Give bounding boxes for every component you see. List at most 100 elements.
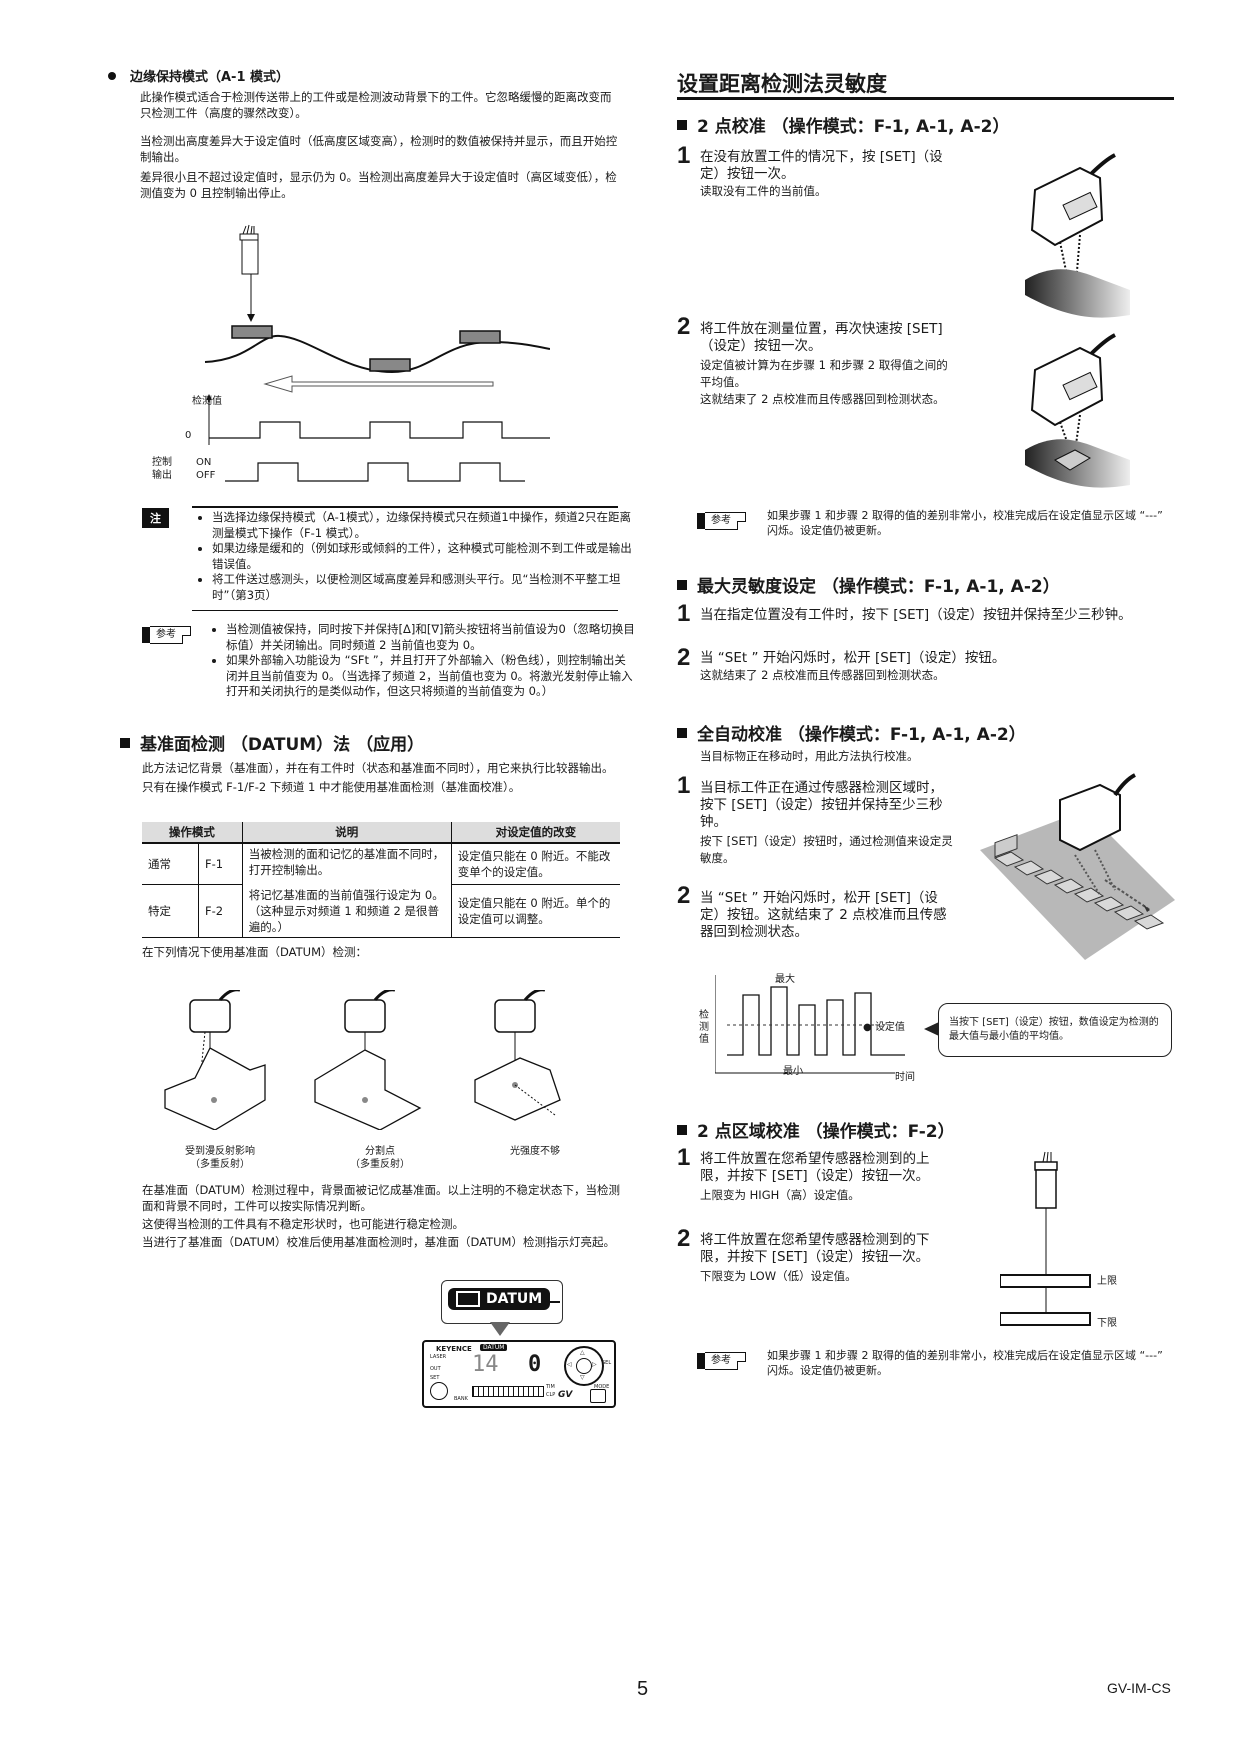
edge-hold-para3: 差异很小且不超过设定值时，显示仍为 0。当检测出高度差异大于设定值时（高区域变低…	[140, 170, 617, 200]
note-block: 注 当选择边缘保持模式（A-1模式），边缘保持模式只在频道1中操作，频道2只在距…	[142, 508, 632, 603]
clp-label: CLP	[546, 1392, 556, 1398]
sensor-icon	[1025, 333, 1130, 488]
zone-reference-text: 如果步骤 1 和步骤 2 取得的值的差别非常小，校准完成后在设定值显示区域 “-…	[767, 1349, 1163, 1377]
datum-mini-indicator: DATUM	[480, 1344, 508, 1351]
zone-calibration-heading: 2 点区域校准 （操作模式：F-2）	[677, 1117, 955, 1142]
control-output-signal	[225, 462, 525, 482]
datum-explanation: 在基准面（DATUM）检测过程中，背景面被记忆成基准面。以上注明的不稳定状态下，…	[142, 1183, 620, 1249]
header-change: 对设定值的改变	[450, 822, 620, 844]
reference-tag: 参考	[697, 512, 746, 530]
square-bullet-icon	[677, 119, 687, 130]
step-number: 2	[677, 313, 691, 340]
note-item: 将工件送过感测头，以便检测区域高度差异和感测头平行。见“当检测不平整工坦时”（第…	[212, 572, 632, 603]
mode-button[interactable]	[590, 1389, 606, 1403]
sel-label: SEL	[602, 1360, 612, 1366]
datum-indicator-callout: DATUM	[448, 1288, 551, 1310]
zone-step2: 将工件放置在您希望传感器检测到的下限，并按下 [SET]（设定）按钮一次。 下限…	[700, 1232, 930, 1283]
reference-list: 当检测值被保持，同时按下并保持[Δ]和[∇]箭头按钮将当前值设为0（忽略切换目标…	[212, 622, 636, 700]
zone-diagram	[1000, 1151, 1091, 1326]
edge-hold-para2: 当检测出高度差异大于设定值时（低高度区域变高），检测时的数值被保持并显示，而且开…	[140, 134, 618, 164]
timer-label: TIM	[546, 1384, 555, 1390]
conveyor-illustration	[980, 773, 1175, 960]
auto-calibration-chart	[715, 975, 905, 1074]
edge-hold-section: 边缘保持模式（A-1 模式） 此操作模式适合于检测传送带上的工件或是检测波动背景…	[108, 66, 618, 201]
case-caption-light: 光强度不够	[510, 1146, 560, 1157]
zone-step1: 将工件放置在您希望传感器检测到的上限，并按下 [SET]（设定）按钮一次。 上限…	[700, 1151, 930, 1202]
title-rule	[677, 97, 1174, 100]
step-number: 2	[677, 1225, 691, 1252]
datum-case-illustrations	[164, 990, 561, 1130]
reference-tag: 参考	[697, 1352, 746, 1370]
down-arrow-icon[interactable]: ▽	[580, 1374, 585, 1381]
note-list: 当选择边缘保持模式（A-1模式），边缘保持模式只在频道1中操作，频道2只在距离测…	[198, 510, 632, 603]
laser-label: LASER	[430, 1354, 447, 1360]
edge-hold-title: 边缘保持模式（A-1 模式）	[130, 70, 290, 85]
square-bullet-icon	[120, 737, 130, 748]
square-bullet-icon	[677, 727, 687, 738]
two-point-reference-text: 如果步骤 1 和步骤 2 取得的值的差别非常小，校准完成后在设定值显示区域 “-…	[767, 509, 1163, 537]
bar-graph	[472, 1386, 544, 1397]
zero-label: 0	[185, 430, 192, 441]
lower-limit-label: 下限	[1097, 1318, 1117, 1329]
note-item: 如果边缘是缓和的（例如球形或倾斜的工件），这种模式可能检测不到工件或是输出错误值…	[212, 541, 632, 572]
square-bullet-icon	[677, 579, 687, 590]
out-label: OUT	[430, 1366, 441, 1372]
right-arrow-icon[interactable]: ▷	[592, 1361, 597, 1368]
table-row: 通常 F-1 当被检测的面和记忆的基准面不同时，打开控制输出。 设定值只能在 0…	[142, 843, 620, 885]
gv-logo: GV	[558, 1390, 573, 1400]
bullet-icon	[108, 71, 116, 80]
chart-explanation-bubble: 当按下 [SET]（设定）按钮，数值设定为检测的最大值与最小值的平均值。	[938, 1003, 1172, 1057]
indicator-box-icon	[456, 1291, 480, 1307]
two-point-sensor-illustration	[1025, 153, 1130, 488]
upper-limit-label: 上限	[1097, 1276, 1117, 1287]
chart-time-label: 时间	[895, 1072, 915, 1083]
callout-pointer	[490, 1322, 510, 1336]
step-number: 1	[677, 142, 691, 169]
set-label: SET	[430, 1375, 440, 1381]
datum-intro: 此方法记忆背景（基准面），并在有工件时（状态和基准面不同时），用它来执行比较器输…	[142, 761, 614, 794]
step-number: 2	[677, 882, 691, 909]
max-sensitivity-heading: 最大灵敏度设定 （操作模式：F-1, A-1, A-2）	[677, 572, 1060, 597]
auto-step1: 当目标工件正在通过传感器检测区域时，按下 [SET]（设定）按钮并保持至少三秒钟…	[700, 780, 953, 865]
step-number: 2	[677, 644, 691, 671]
two-point-heading: 2 点校准 （操作模式：F-1, A-1, A-2）	[677, 112, 1009, 137]
datum-section-heading: 基准面检测 （DATUM）法 （应用）	[120, 730, 424, 755]
set-button[interactable]	[430, 1382, 448, 1400]
note-bottom-rule	[192, 610, 618, 611]
datum-usage-intro: 在下列情况下使用基准面（DATUM）检测：	[142, 945, 367, 959]
chart-min-label: 最小	[783, 1066, 803, 1077]
mode-label: MODE	[594, 1384, 610, 1390]
dpad-control[interactable]: △ ▽ ◁ ▷	[564, 1346, 604, 1386]
display-left: 14	[472, 1352, 499, 1377]
header-desc: 说明	[241, 822, 452, 844]
display-right: 0	[528, 1352, 542, 1377]
edge-hold-diagram	[204, 224, 550, 445]
bubble-pointer	[924, 1022, 939, 1036]
sensor-icon	[164, 990, 266, 1130]
case-caption-split: 分割点 （多重反射）	[350, 1146, 410, 1170]
callout-line	[548, 1301, 560, 1303]
sensor-icon	[314, 990, 422, 1130]
note-top-rule	[192, 506, 618, 508]
two-point-step1: 在没有放置工件的情况下，按 [SET]（设定）按钮一次。 读取没有工件的当前值。	[700, 149, 943, 198]
auto-intro: 当目标物正在移动时，用此方法执行校准。	[700, 749, 919, 763]
control-output-label: 控制 输出	[152, 457, 172, 481]
document-code: GV-IM-CS	[1107, 1680, 1171, 1696]
note-label: 注	[142, 508, 169, 528]
off-label: OFF	[196, 470, 216, 481]
amplifier-panel: KEYENCE DATUM LASER OUT 14 0 SET BANK TI…	[422, 1340, 616, 1408]
left-arrow-icon[interactable]: ◁	[567, 1361, 572, 1368]
square-bullet-icon	[677, 1124, 687, 1135]
on-off-labels: ON OFF	[196, 456, 215, 482]
max-sens-step2: 当 “SEt ” 开始闪烁时，松开 [SET]（设定）按钮。 这就结束了 2 点…	[700, 650, 1006, 682]
auto-step2: 当 “SEt ” 开始闪烁时，松开 [SET]（设定）按钮。这就结束了 2 点校…	[700, 890, 947, 940]
reference-tag: 参考	[142, 626, 191, 644]
datum-mode-table: 操作模式 说明 对设定值的改变 通常 F-1 当被检测的面和记忆的基准面不同时，…	[142, 822, 620, 938]
sensor-icon	[474, 990, 561, 1121]
up-arrow-icon[interactable]: △	[580, 1349, 585, 1356]
sensor-icon	[1025, 153, 1130, 318]
max-sens-step1: 当在指定位置没有工件时，按下 [SET]（设定）按钮并保持至少三秒钟。	[700, 607, 1132, 623]
chart-set-label: ● 设定值	[863, 1022, 905, 1033]
brand-label: KEYENCE	[436, 1345, 472, 1353]
note-item: 当选择边缘保持模式（A-1模式），边缘保持模式只在频道1中操作，频道2只在距离测…	[212, 510, 632, 541]
